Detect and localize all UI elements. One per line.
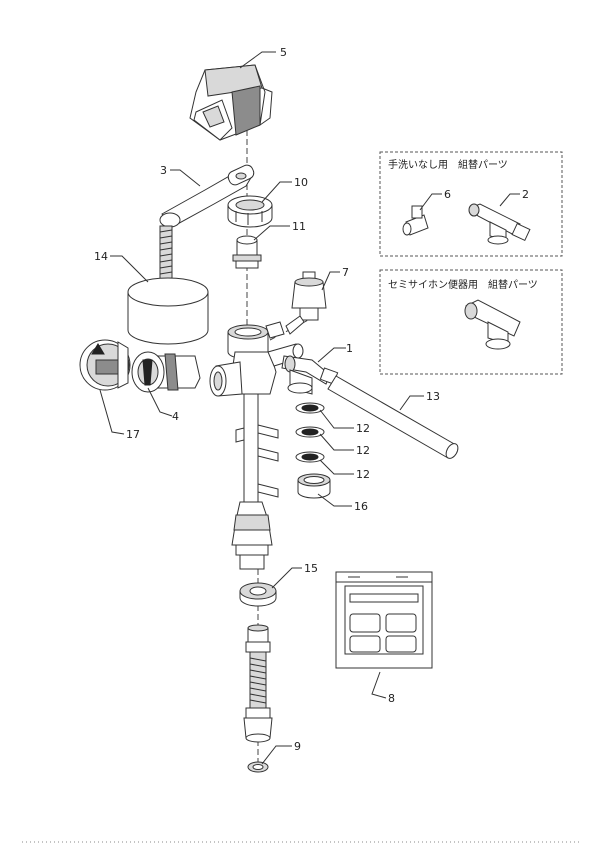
part-7-valve	[285, 271, 327, 335]
callout-1: 1	[346, 342, 353, 355]
box-a-title: 手洗いなし用 組替パーツ	[388, 158, 508, 171]
part-16-nut	[297, 473, 331, 499]
callout-17: 17	[126, 428, 140, 441]
part-13-flush-pipe	[327, 375, 459, 459]
main-body	[209, 321, 304, 570]
part-11-spindle	[232, 235, 262, 269]
callout-3: 3	[160, 164, 167, 177]
callout-10: 10	[294, 176, 308, 189]
part-9-washer	[247, 761, 269, 773]
callout-9: 9	[294, 740, 301, 753]
callout-4: 4	[172, 410, 179, 423]
callout-2: 2	[522, 188, 529, 201]
part-12-gaskets	[295, 402, 325, 463]
callout-12a: 12	[356, 422, 370, 435]
callout-7: 7	[342, 266, 349, 279]
alt-parts-box-a: 手洗いなし用 組替パーツ	[379, 151, 563, 257]
warning-triangle-icon	[91, 343, 105, 355]
callout-11: 11	[292, 220, 306, 233]
box-b-title: セミサイホン便器用 組替パーツ	[388, 278, 538, 291]
part-5-cover	[189, 64, 273, 141]
callout-12c: 12	[356, 468, 370, 481]
callout-6: 6	[444, 188, 451, 201]
alt-parts-box-b: セミサイホン便器用 組替パーツ	[379, 269, 563, 375]
callout-13: 13	[426, 390, 440, 403]
supply-hose	[243, 624, 273, 743]
part-14-knob	[127, 225, 209, 345]
part-10-nut	[227, 195, 273, 228]
part-2-alt-outlet	[468, 203, 531, 245]
callout-15: 15	[304, 562, 318, 575]
part-17-cap	[79, 339, 131, 391]
callout-5: 5	[280, 46, 287, 59]
callout-labels: 1 2 3 4 5 6 7 8 9 10 11 12 12 12 13 14 1…	[94, 46, 529, 753]
part-8-instruction-sheet	[335, 571, 433, 669]
callout-16: 16	[354, 500, 368, 513]
callout-12b: 12	[356, 444, 370, 457]
semi-siphon-outlet	[464, 299, 521, 350]
part-4-valve-cartridge	[131, 351, 201, 393]
part-3-handle-lever	[159, 164, 255, 228]
leader-lines	[99, 51, 520, 765]
part-6-plug	[402, 205, 429, 236]
part-15-washer	[239, 582, 277, 607]
callout-8: 8	[388, 692, 395, 705]
part-1-outlet	[281, 355, 339, 395]
callout-14: 14	[94, 250, 108, 263]
